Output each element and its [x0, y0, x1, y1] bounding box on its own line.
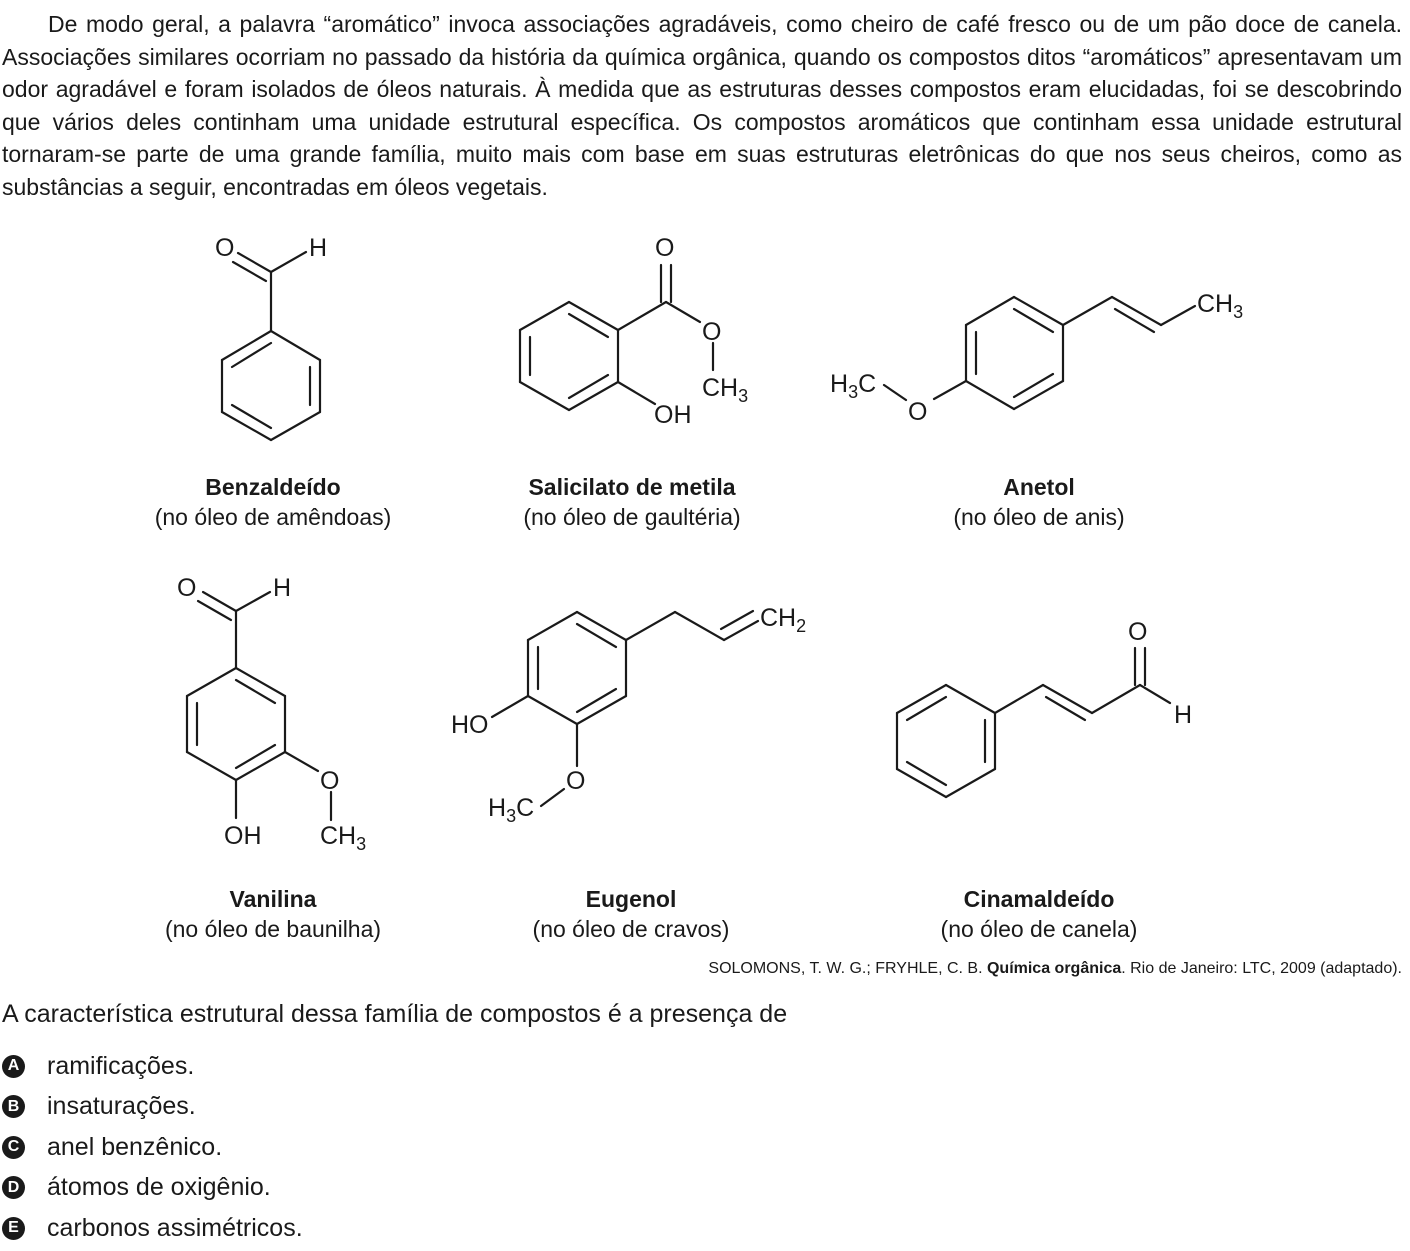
reference-authors: SOLOMONS, T. W. G.; FRYHLE, C. B. [708, 960, 987, 977]
vanillin-atom-o2: O [320, 767, 339, 795]
cinnamaldehyde-atom-h: H [1174, 701, 1192, 729]
compound-name: Anetol [1003, 474, 1075, 500]
anethole-atom-o: O [908, 398, 927, 426]
vanillin-atom-oh: OH [224, 822, 262, 850]
compound-source: (no óleo de canela) [940, 916, 1138, 942]
eugenol-atom-h3c: H3C [488, 794, 534, 826]
caption-cinnamaldehyde: Cinamaldeído (no óleo de canela) [859, 884, 1219, 944]
methyl-salicylate-atom-o1: O [655, 234, 674, 262]
option-text: anel benzênico. [47, 1132, 223, 1161]
benzene-ring [526, 610, 628, 726]
option-letter-badge: B [2, 1095, 25, 1119]
compound-source: (no óleo de anis) [953, 504, 1125, 530]
compound-source: (no óleo de baunilha) [164, 916, 382, 942]
option-letter-badge: A [2, 1054, 25, 1078]
compound-name: Cinamaldeído [963, 886, 1115, 912]
eugenol-atom-o: O [566, 767, 585, 795]
eugenol-atom-ch2: CH2 [760, 604, 806, 636]
compound-name: Benzaldeído [205, 474, 341, 500]
option-text: carbonos assimétricos. [47, 1213, 303, 1242]
compound-source: (no óleo de amêndoas) [154, 504, 392, 530]
compound-name: Eugenol [585, 886, 677, 912]
source-reference: SOLOMONS, T. W. G.; FRYHLE, C. B. Químic… [708, 960, 1402, 978]
option-text: ramificações. [47, 1051, 195, 1080]
intro-paragraph: De modo geral, a palavra “aromático” inv… [2, 11, 1402, 200]
benzene-ring [895, 683, 997, 799]
benzaldehyde-atom-h: H [309, 234, 327, 262]
vanillin-atom-h: H [273, 574, 291, 602]
reference-title: Química orgânica [986, 960, 1122, 977]
methyl-salicylate-atom-ch3: CH3 [702, 374, 748, 406]
caption-methyl-salicylate: Salicilato de metila (no óleo de gaultér… [452, 472, 812, 532]
benzene-ring [518, 300, 620, 412]
caption-eugenol: Eugenol (no óleo de cravos) [451, 884, 811, 944]
caption-benzaldehyde: Benzaldeído (no óleo de amêndoas) [93, 472, 453, 532]
compound-source: (no óleo de cravos) [532, 916, 730, 942]
anethole-atom-h3c: H3C [830, 370, 876, 402]
methyl-salicylate-atom-oh: OH [654, 401, 692, 429]
compound-name: Vanilina [229, 886, 317, 912]
compound-name: Salicilato de metila [528, 474, 736, 500]
option-letter-badge: E [2, 1216, 25, 1240]
benzene-ring [185, 666, 287, 782]
option-text: insaturações. [47, 1092, 196, 1121]
benzene-ring [964, 295, 1065, 411]
option-text: átomos de oxigênio. [47, 1173, 271, 1202]
eugenol-atom-ho: HO [451, 711, 489, 739]
reference-publisher: . Rio de Janeiro: LTC, 2009 (adaptado). [1121, 960, 1402, 977]
benzene-ring [220, 329, 322, 442]
vanillin-atom-o1: O [177, 574, 196, 602]
caption-anethole: Anetol (no óleo de anis) [859, 472, 1219, 532]
compound-source: (no óleo de gaultéria) [523, 504, 741, 530]
option-letter-badge: D [2, 1176, 25, 1200]
caption-vanillin: Vanilina (no óleo de baunilha) [93, 884, 453, 944]
vanillin-atom-ch3: CH3 [320, 822, 366, 854]
question-stem: A característica estrutural dessa famíli… [2, 1000, 788, 1028]
anethole-atom-ch3: CH3 [1197, 290, 1243, 322]
methyl-salicylate-atom-o2: O [702, 318, 721, 346]
benzaldehyde-atom-o: O [215, 234, 234, 262]
option-letter-badge: C [2, 1135, 25, 1159]
cinnamaldehyde-atom-o: O [1128, 618, 1147, 646]
